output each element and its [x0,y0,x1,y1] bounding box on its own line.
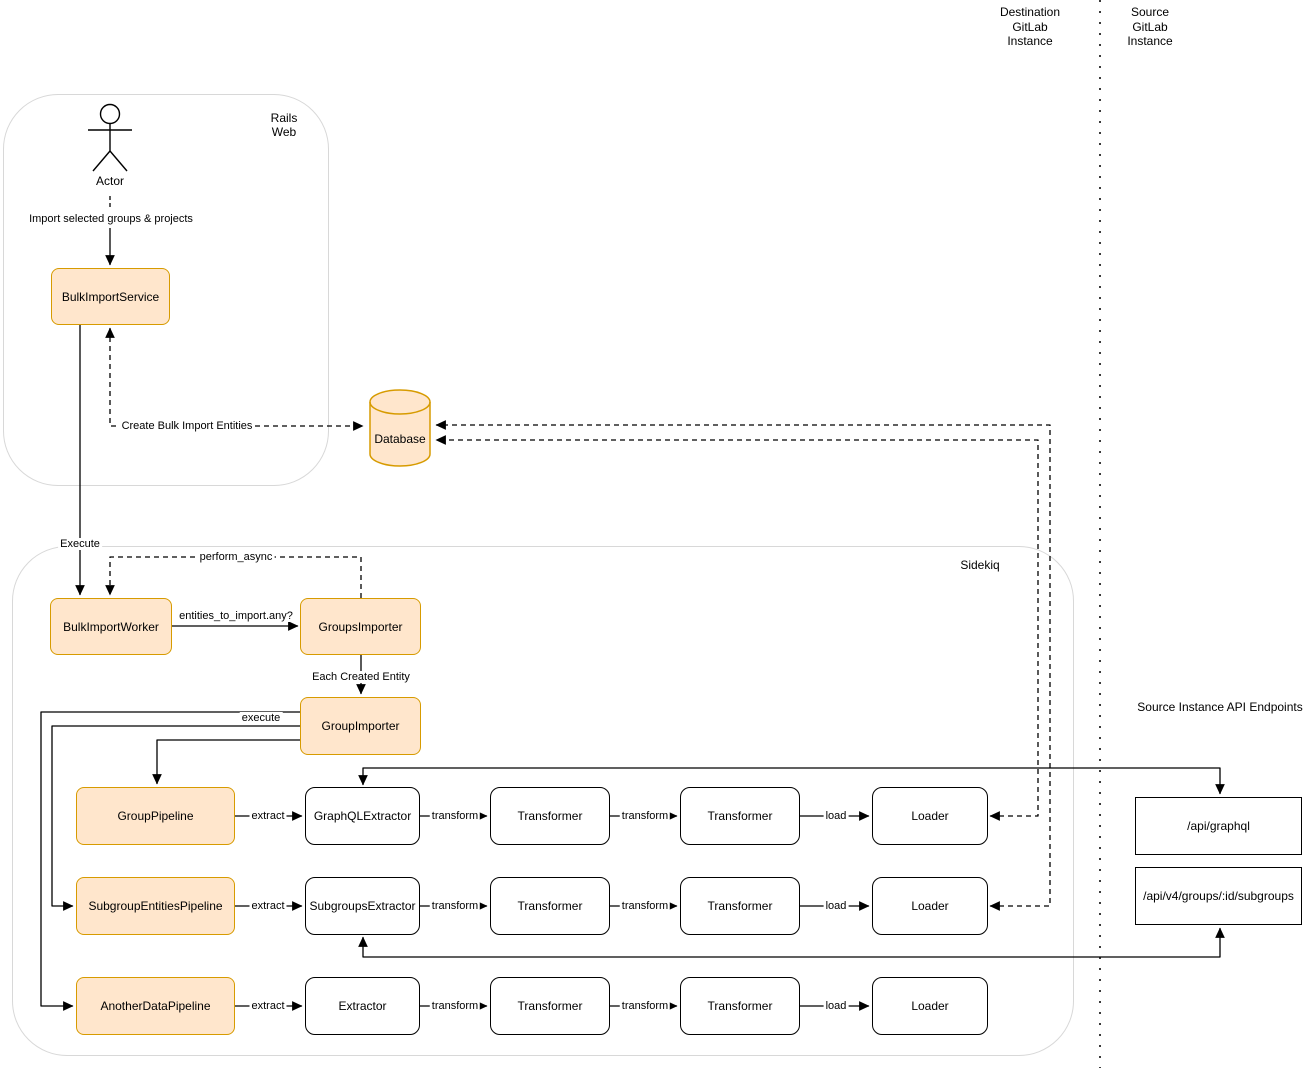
edge-label-execute-pipeline: execute [239,712,283,724]
edge-label-transform-1a: transform [429,810,481,822]
edge-label-transform-2a: transform [429,900,481,912]
node-transformer-3b: Transformer [680,977,800,1035]
edge-label-transform-2b: transform [619,900,671,912]
node-transformer-3a: Transformer [490,977,610,1035]
edge-label-extract-3: extract [249,1000,287,1012]
edge-label-create-entities: Create Bulk Import Entities [119,420,255,432]
edge-label-extract-2: extract [249,900,287,912]
source-instance-label: Source GitLab Instance [1127,5,1173,48]
node-graphql-extractor: GraphQLExtractor [305,787,420,845]
node-api-graphql: /api/graphql [1135,797,1302,855]
database-label: Database [374,432,426,446]
actor-icon [88,103,132,172]
node-transformer-2b: Transformer [680,877,800,935]
edge-label-each-created-entity: Each Created Entity [310,671,412,683]
edge-label-transform-1b: transform [619,810,671,822]
node-subgroup-entities-pipeline: SubgroupEntitiesPipeline [76,877,235,935]
node-api-subgroups: /api/v4/groups/:id/subgroups [1135,867,1302,925]
node-transformer-2a: Transformer [490,877,610,935]
edge-perform-async [105,556,362,598]
edge-label-extract-1: extract [249,810,287,822]
actor-label: Actor [95,174,124,188]
node-group-importer: GroupImporter [300,697,421,755]
node-extractor: Extractor [305,977,420,1035]
edge-create-bulk-import-entities [105,327,364,431]
edge-loader2-database [435,420,1051,911]
node-transformer-1b: Transformer [680,787,800,845]
node-group-pipeline: GroupPipeline [76,787,235,845]
node-loader-2: Loader [872,877,988,935]
rails-web-label: Rails Web [270,111,298,139]
edge-label-load-1: load [823,810,849,822]
database-icon [369,389,431,467]
rails-web-container [3,94,329,486]
edge-label-load-2: load [823,900,849,912]
node-another-data-pipeline: AnotherDataPipeline [76,977,235,1035]
edge-label-perform-async: perform_async [197,551,275,563]
edge-loader1-database [435,435,1039,821]
edge-label-entities-check: entities_to_import.any? [177,610,295,622]
api-endpoints-title: Source Instance API Endpoints [1137,700,1303,714]
node-loader-1: Loader [872,787,988,845]
destination-instance-label: Destination GitLab Instance [999,5,1061,48]
edge-label-execute: Execute [58,538,102,550]
edge-execute-subgrouppipeline [51,725,300,911]
node-transformer-1a: Transformer [490,787,610,845]
edge-execute-anotherpipeline [40,711,300,1011]
node-bulk-import-service: BulkImportService [51,268,170,325]
node-bulk-import-worker: BulkImportWorker [50,598,172,655]
edge-label-import-selected: Import selected groups & projects [27,213,195,225]
edge-execute-grouppipeline [152,739,300,785]
node-subgroups-extractor: SubgroupsExtractor [305,877,420,935]
edge-label-load-3: load [823,1000,849,1012]
edge-label-transform-3b: transform [619,1000,671,1012]
edge-label-transform-3a: transform [429,1000,481,1012]
node-groups-importer: GroupsImporter [300,598,421,655]
edge-subgroupsextractor-api-subgroups [358,927,1225,958]
node-loader-3: Loader [872,977,988,1035]
